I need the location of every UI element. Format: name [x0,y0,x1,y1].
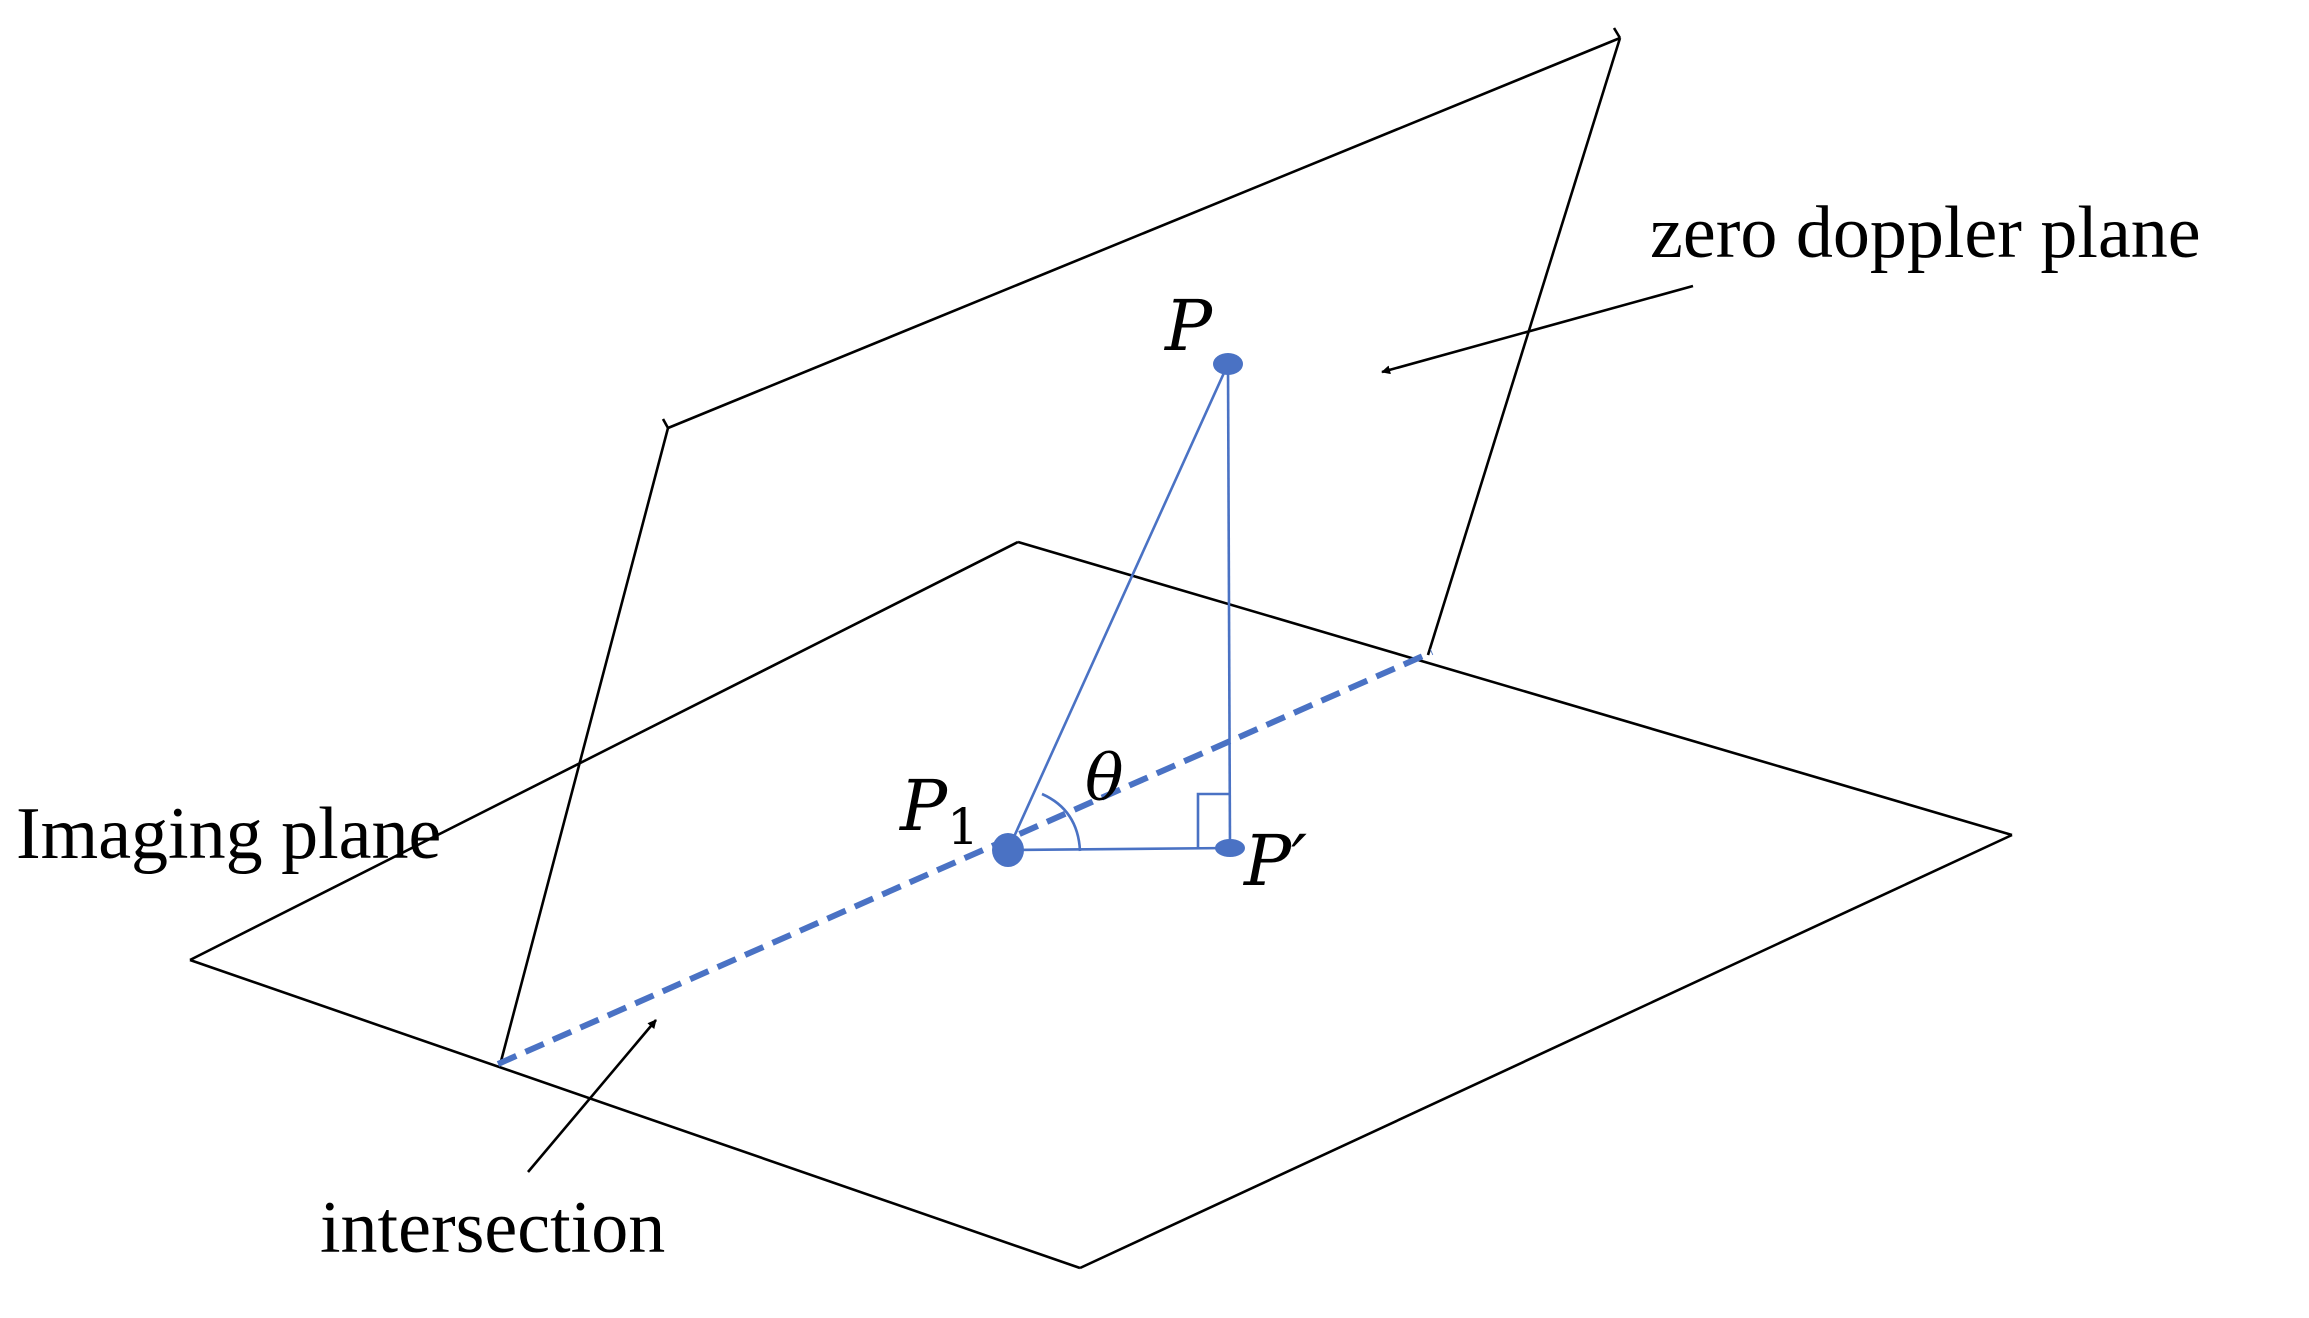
point-p-prime-marker [1215,839,1245,857]
imaging-plane-back-left-edge [189,540,1019,962]
imaging-plane-label: Imaging plane [16,793,441,875]
intersection-line [496,649,1434,1067]
point-p1-marker [992,833,1024,867]
segment-p1-to-p [1006,363,1230,851]
zero-doppler-plane-top-left-tick [661,418,670,429]
point-p-marker [1213,353,1243,375]
segment-p-to-p-prime [1226,363,1232,849]
intersection-pointer-arrow [527,1019,657,1173]
point-p1-label: P1 [898,765,979,856]
imaging-plane-front-left-edge [189,958,1081,1270]
point-p-prime-label: P′ [1242,820,1307,902]
point-p1-label-subscript: 1 [947,798,979,856]
intersection-label: intersection [320,1187,665,1269]
point-p1-label-base: P [898,765,949,847]
theta-angle-arc [1041,792,1082,852]
projection-triangle [1006,363,1232,852]
segment-p1-to-p-prime [1007,846,1231,852]
zero-doppler-plane-pointer-arrow [1381,284,1694,375]
imaging-plane-front-right-edge [1079,833,2013,1270]
zero-doppler-plane [498,27,1622,1066]
theta-label: θ [1085,742,1124,816]
point-p-label: P [1163,285,1214,367]
zero-doppler-plane-top-right-tick [1612,27,1622,39]
zero-doppler-plane-label: zero doppler plane [1650,192,2201,274]
zero-doppler-plane-left-edge [498,427,670,1066]
zero-doppler-plane-right-edge [1426,37,1622,656]
imaging-plane-back-right-edge [1017,540,2013,837]
right-angle-marker [1196,792,1229,848]
zero-doppler-plane-top-edge [667,36,1621,430]
imaging-plane [189,540,2013,1270]
